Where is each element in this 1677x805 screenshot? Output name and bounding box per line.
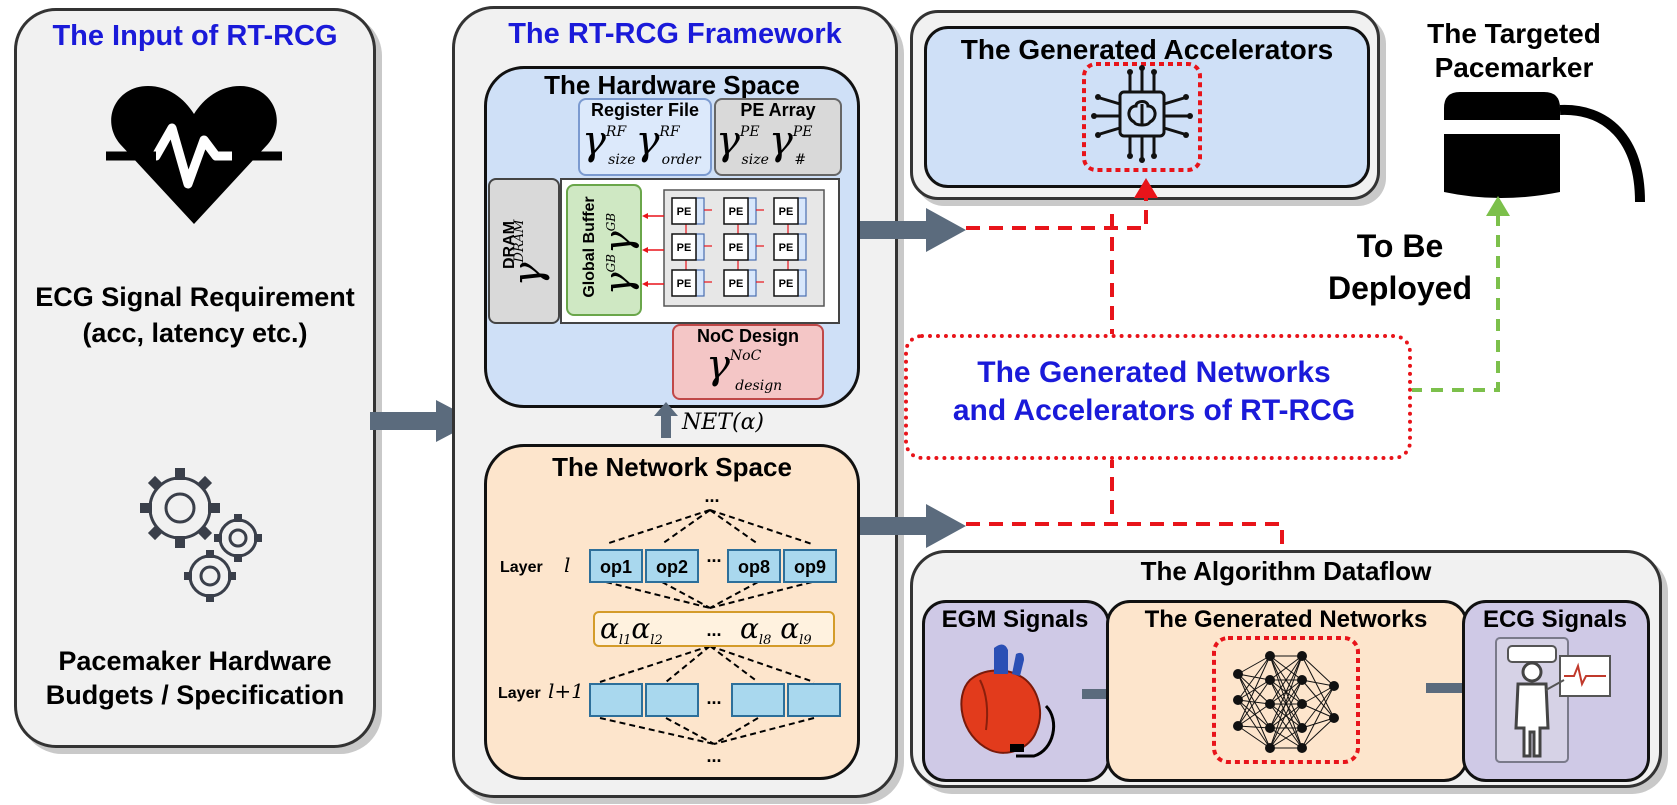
pe-array-box xyxy=(714,98,842,176)
pacemaker-title: The Targeted xyxy=(1427,18,1601,49)
pe-cell-label: PE xyxy=(729,242,744,254)
generated-summary-line1: The Generated Networks xyxy=(977,356,1331,389)
global-buffer-box xyxy=(566,184,642,316)
ecg-requirement-text: ECG Signal Requirement xyxy=(35,282,355,312)
dram-box xyxy=(488,178,560,324)
pe-cell-label: PE xyxy=(729,206,744,218)
pe-cell-label: PE xyxy=(677,206,692,218)
heart-anatomy-icon xyxy=(960,644,1056,758)
pacemaker-budget-subtext: Budgets / Specification xyxy=(45,680,345,710)
layer-l-label: Layer xyxy=(500,559,543,576)
patient-monitor-icon xyxy=(1495,637,1611,763)
pacemaker-budget-text: Pacemaker Hardware xyxy=(58,646,332,676)
ellipsis-ops: ... xyxy=(706,546,721,566)
to-be-deployed-line2: Deployed xyxy=(1327,270,1473,306)
noc-design-gamma: γNoCdesign xyxy=(706,342,783,394)
noc-design-box xyxy=(672,324,824,400)
pe-cell-label: PE xyxy=(779,242,794,254)
dataflow-title: The Algorithm Dataflow xyxy=(1140,556,1432,586)
ecg-requirement-subtext: (acc, latency etc.) xyxy=(82,318,308,348)
layer-l-var: l xyxy=(564,553,570,577)
neural-network-icon xyxy=(1212,636,1360,764)
ellipsis-alpha: ... xyxy=(706,620,721,640)
noc-design-label: NoC Design xyxy=(696,326,799,346)
generated-summary-box xyxy=(904,334,1412,460)
heart-pulse-icon xyxy=(106,86,282,224)
op-label-1: op1 xyxy=(600,557,632,577)
pacemaker-subtitle: Pacemarker xyxy=(1434,52,1594,83)
pacemaker-icon xyxy=(1444,92,1645,203)
network-space-graph: op1 op2 op8 op9 ... ... ... ... ... αl1α… xyxy=(498,486,841,766)
ellipsis-next-layer: ... xyxy=(706,688,721,708)
generated-summary-line2: and Accelerators of RT-RCG xyxy=(952,394,1356,427)
register-file-label: Register File xyxy=(590,100,700,120)
pe-cell-label: PE xyxy=(779,278,794,290)
op-label-2: op2 xyxy=(656,557,688,577)
register-file-gamma: γRFsizeγRForder xyxy=(582,118,701,168)
layer-l1-label: Layer xyxy=(498,685,541,702)
egm-label: EGM Signals xyxy=(941,606,1089,633)
op-label-8: op8 xyxy=(738,557,770,577)
net-up-arrow xyxy=(654,402,678,438)
pe-grid: PE PE PE PE PE PE PE PE PE xyxy=(642,189,825,307)
pe-cell-label: PE xyxy=(677,278,692,290)
ellipsis-top: ... xyxy=(704,486,719,506)
pe-array-label: PE Array xyxy=(740,100,816,120)
pe-cell-label: PE xyxy=(729,278,744,290)
layer-l1-var: l+1 xyxy=(548,679,584,703)
network-output-arrow xyxy=(860,504,966,548)
networks-label: The Generated Networks xyxy=(1144,606,1428,633)
hardware-space-title: The Hardware Space xyxy=(544,70,800,100)
ecg-label: ECG Signals xyxy=(1482,606,1628,633)
framework-title: The RT-RCG Framework xyxy=(508,18,842,50)
chip-brain-icon xyxy=(1082,62,1202,172)
pe-cell-label: PE xyxy=(779,206,794,218)
ellipsis-bottom: ... xyxy=(706,746,721,766)
pe-cell-label: PE xyxy=(677,242,692,254)
hardware-output-arrow xyxy=(860,208,966,252)
input-panel-title: The Input of RT-RCG xyxy=(52,20,338,52)
gears-icon xyxy=(140,468,262,602)
accelerators-title: The Generated Accelerators xyxy=(960,34,1334,65)
register-file-box xyxy=(578,98,712,176)
network-space-title: The Network Space xyxy=(552,452,792,482)
pe-array-gamma: γPEsizeγPE# xyxy=(716,118,813,168)
to-be-deployed-line1: To Be xyxy=(1356,228,1444,264)
net-alpha-label: NET(α) xyxy=(682,410,765,435)
op-label-9: op9 xyxy=(794,557,826,577)
